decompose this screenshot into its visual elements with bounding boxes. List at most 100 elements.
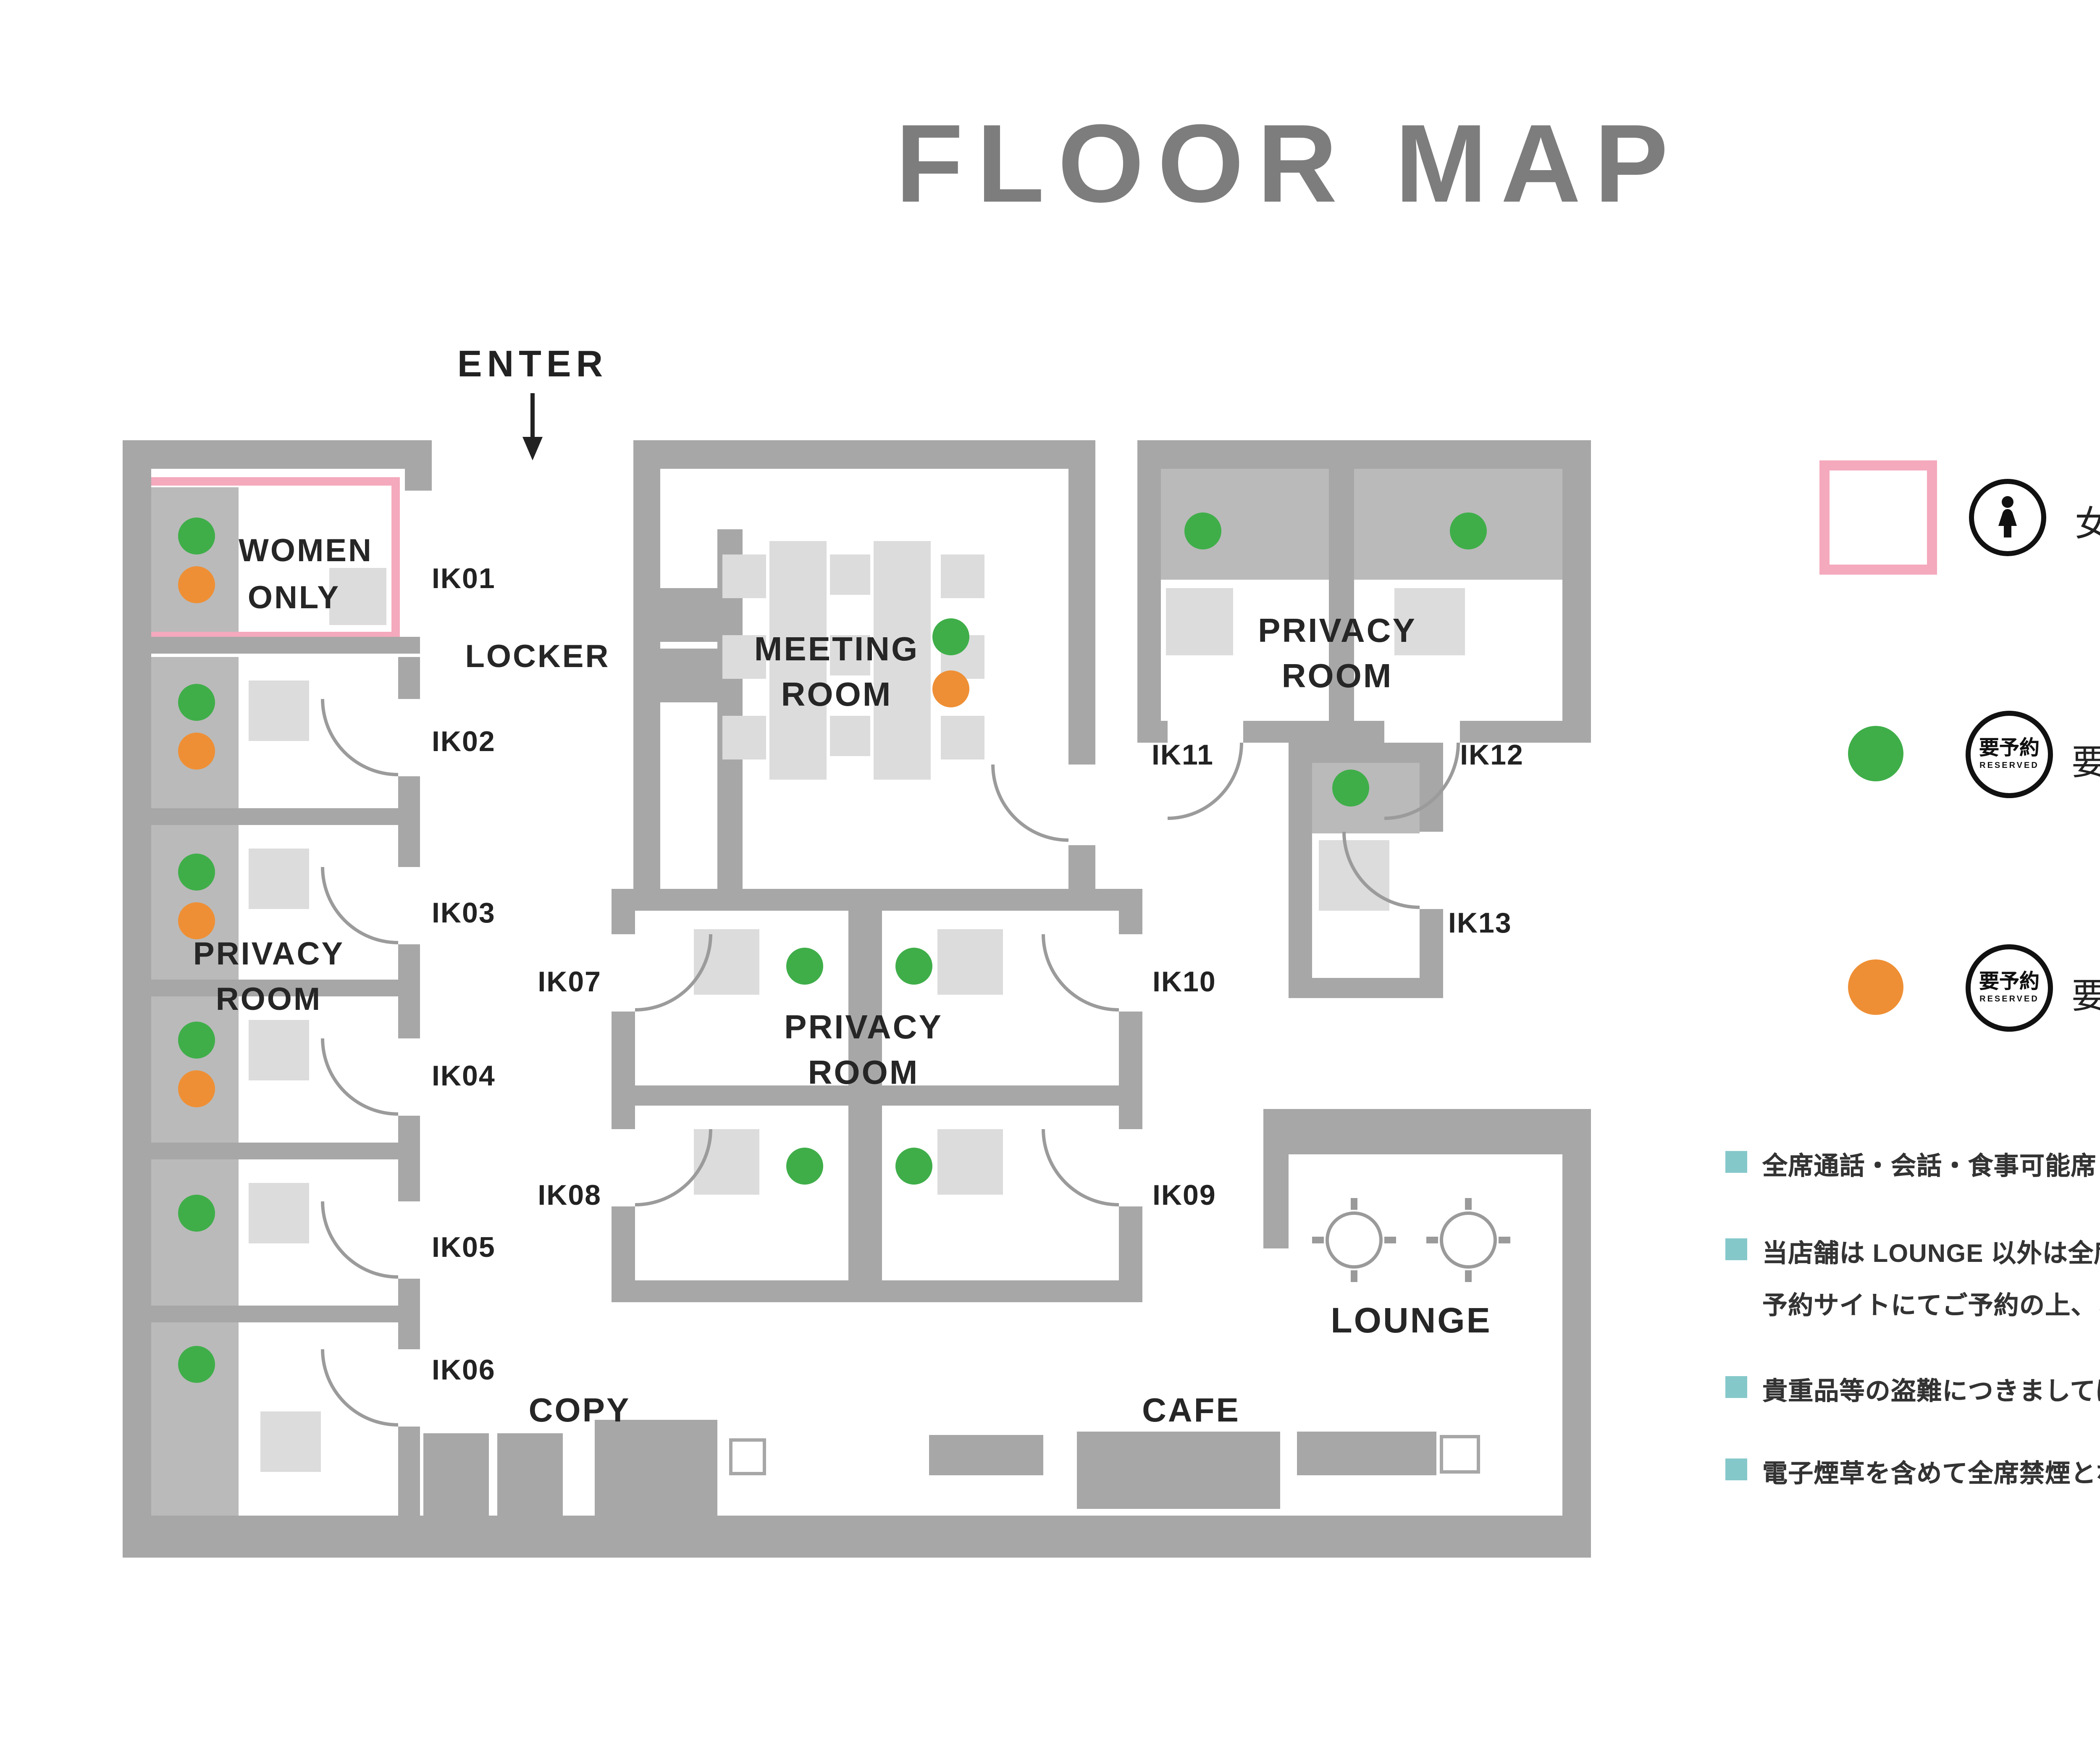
- women-only-line1: WOMEN: [239, 534, 373, 570]
- area-label-lounge: LOUNGE: [1331, 1302, 1492, 1341]
- lounge-table: [1440, 1211, 1497, 1269]
- seat-marker-individual: [178, 902, 215, 939]
- seat-marker-individual: [178, 1070, 215, 1107]
- wall: [1068, 845, 1095, 891]
- room-label-ik02: IK02: [432, 726, 496, 758]
- door-arc: [321, 1349, 398, 1427]
- seat-marker-corporate: [786, 1148, 823, 1185]
- note-bullet: [1725, 1151, 1747, 1173]
- lounge-counter: [1289, 1109, 1591, 1154]
- area-label-locker: LOCKER: [465, 640, 610, 675]
- wall: [398, 657, 420, 699]
- wall: [398, 1322, 420, 1349]
- room-floor: [151, 487, 239, 632]
- wall: [1137, 721, 1168, 743]
- note-bullet: [1725, 1376, 1747, 1398]
- copy-machine: [497, 1433, 563, 1516]
- seat-marker-individual: [178, 733, 215, 770]
- chair: [722, 716, 766, 759]
- locker-unit: [660, 588, 717, 642]
- wall: [1119, 911, 1142, 934]
- legend-corporate-label: 要予約席（法人会員）: [2071, 736, 2100, 786]
- wall: [144, 808, 420, 825]
- privacy-right-line1: PRIVACY: [1258, 613, 1417, 650]
- desk: [249, 681, 309, 741]
- note-text: 全席通話・会話・食事可能席となります。: [1762, 1153, 2100, 1181]
- cafe-counter: [1297, 1432, 1436, 1475]
- wall: [398, 1116, 420, 1143]
- badge-text-jp: 要予約: [1979, 969, 2040, 992]
- meeting-line2: ROOM: [781, 677, 892, 714]
- door-arc: [635, 1129, 712, 1206]
- desk: [249, 1020, 309, 1080]
- area-label-women-only-2: ONLY: [210, 581, 378, 617]
- note-text: 電子煙草を含めて全席禁煙となっております。: [1762, 1460, 2100, 1489]
- badge-text-jp: 要予約: [1979, 735, 2040, 759]
- page-title: FLOOR MAP: [895, 101, 1682, 225]
- note-text: 貴重品等の盗難につきましては、弊社では一切の責任を負いません。: [1762, 1378, 2100, 1406]
- area-label-privacy-right: PRIVACY: [1236, 613, 1438, 650]
- chair: [830, 716, 870, 756]
- lounge-chair: [1312, 1237, 1324, 1243]
- door-arc: [321, 1038, 398, 1116]
- desk: [249, 1183, 309, 1243]
- area-label-meeting-room: MEETING: [736, 633, 937, 669]
- legend-women-area-label: 女性専用エリア: [2075, 497, 2100, 548]
- women-icon: [1969, 479, 2046, 556]
- wall: [848, 889, 882, 1302]
- desk: [260, 1411, 321, 1472]
- area-label-privacy-right-2: ROOM: [1236, 660, 1438, 696]
- copy-sink: [729, 1438, 766, 1475]
- wall: [123, 440, 151, 1558]
- copy-counter: [595, 1420, 717, 1516]
- area-label-privacy-center: PRIVACY: [763, 1010, 964, 1047]
- room-floor: [151, 1159, 239, 1306]
- reserved-badge-icon: 要予約 RESERVED: [1966, 944, 2053, 1032]
- area-label-privacy-left: PRIVACY: [168, 938, 370, 973]
- wall: [398, 1159, 420, 1201]
- meeting-table: [769, 541, 827, 780]
- wall: [612, 911, 635, 934]
- wall: [612, 1106, 635, 1129]
- area-label-copy: COPY: [528, 1393, 631, 1430]
- wall: [398, 776, 420, 808]
- area-label-women-only: WOMEN: [222, 534, 390, 570]
- area-label-cafe: CAFE: [1142, 1393, 1240, 1430]
- seat-marker-corporate: [178, 1195, 215, 1232]
- entrance-label: ENTER: [457, 343, 608, 385]
- room-label-ik06: IK06: [432, 1354, 496, 1386]
- wall: [1263, 1109, 1289, 1248]
- wall: [633, 440, 1095, 469]
- legend-corporate-dot: [1848, 726, 1903, 781]
- room-label-ik04: IK04: [432, 1060, 496, 1092]
- desk: [249, 849, 309, 909]
- wall: [1068, 440, 1095, 765]
- door-arc: [1042, 1129, 1119, 1206]
- cafe-counter: [1077, 1432, 1280, 1509]
- badge-text-en: RESERVED: [1979, 994, 2039, 1004]
- door-arc: [321, 1201, 398, 1279]
- room-label-ik07: IK07: [538, 966, 601, 998]
- reserved-badge-icon: 要予約 RESERVED: [1966, 711, 2053, 798]
- wall: [398, 996, 420, 1038]
- seat-marker-individual: [932, 670, 969, 707]
- note-bullet: [1725, 1458, 1747, 1480]
- privacy-center-line2: ROOM: [808, 1055, 919, 1092]
- seat-marker-corporate: [1332, 770, 1369, 807]
- room-label-ik13: IK13: [1448, 907, 1512, 939]
- copy-machine: [423, 1433, 489, 1516]
- women-only-area-swatch: [1819, 460, 1937, 575]
- privacy-center-line1: PRIVACY: [784, 1010, 943, 1047]
- seat-marker-corporate: [932, 618, 969, 655]
- lounge-chair: [1465, 1198, 1472, 1210]
- chair: [941, 554, 984, 598]
- room-label-ik08: IK08: [538, 1180, 601, 1211]
- wall: [1137, 469, 1161, 743]
- lounge-chair: [1384, 1237, 1396, 1243]
- door-arc: [1042, 934, 1119, 1012]
- chair: [722, 635, 766, 679]
- wall: [123, 440, 432, 469]
- room-label-ik11: IK11: [1152, 739, 1214, 771]
- privacy-left-line2: ROOM: [215, 983, 322, 1018]
- room-label-ik05: IK05: [432, 1232, 496, 1264]
